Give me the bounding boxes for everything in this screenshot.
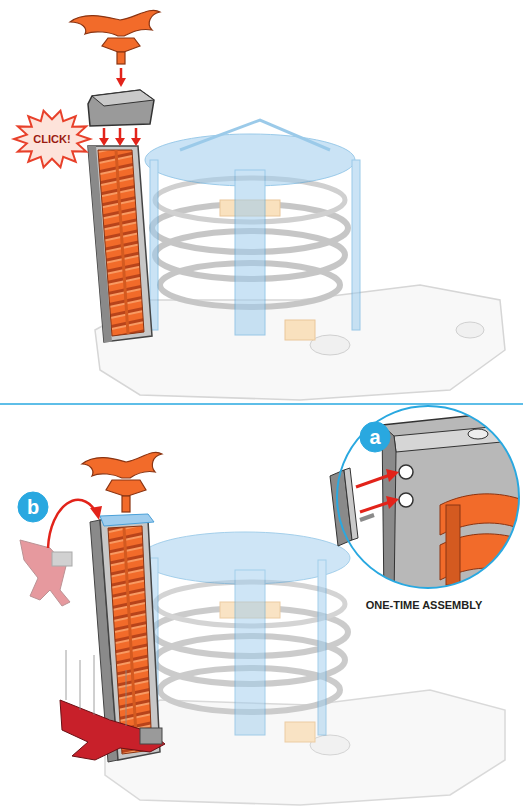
blue-tower — [140, 532, 350, 735]
callout-letter: a — [359, 421, 391, 453]
detail-inset — [330, 406, 523, 600]
red-curved-arrow — [48, 500, 102, 548]
callout-letter-text: a — [369, 427, 380, 447]
orange-topper — [82, 452, 162, 512]
red-figure — [20, 540, 165, 760]
starburst-outline — [14, 111, 90, 168]
column-cap — [88, 90, 154, 126]
red-arrows — [99, 68, 141, 146]
playset-background — [105, 582, 505, 805]
callout-circle-outline — [18, 492, 48, 522]
blue-tower — [145, 120, 360, 335]
orange-topper — [70, 10, 160, 64]
click-starburst: CLICK! — [14, 110, 90, 168]
inset-caption: ONE-TIME ASSEMBLY — [338, 599, 510, 611]
auger-column — [88, 146, 152, 342]
callout-letter: b — [17, 491, 49, 523]
callout-letter-text: b — [27, 497, 39, 517]
panel-divider — [0, 403, 523, 405]
sound-effect-text: CLICK! — [33, 134, 70, 145]
callout-circle-outline — [360, 422, 390, 452]
